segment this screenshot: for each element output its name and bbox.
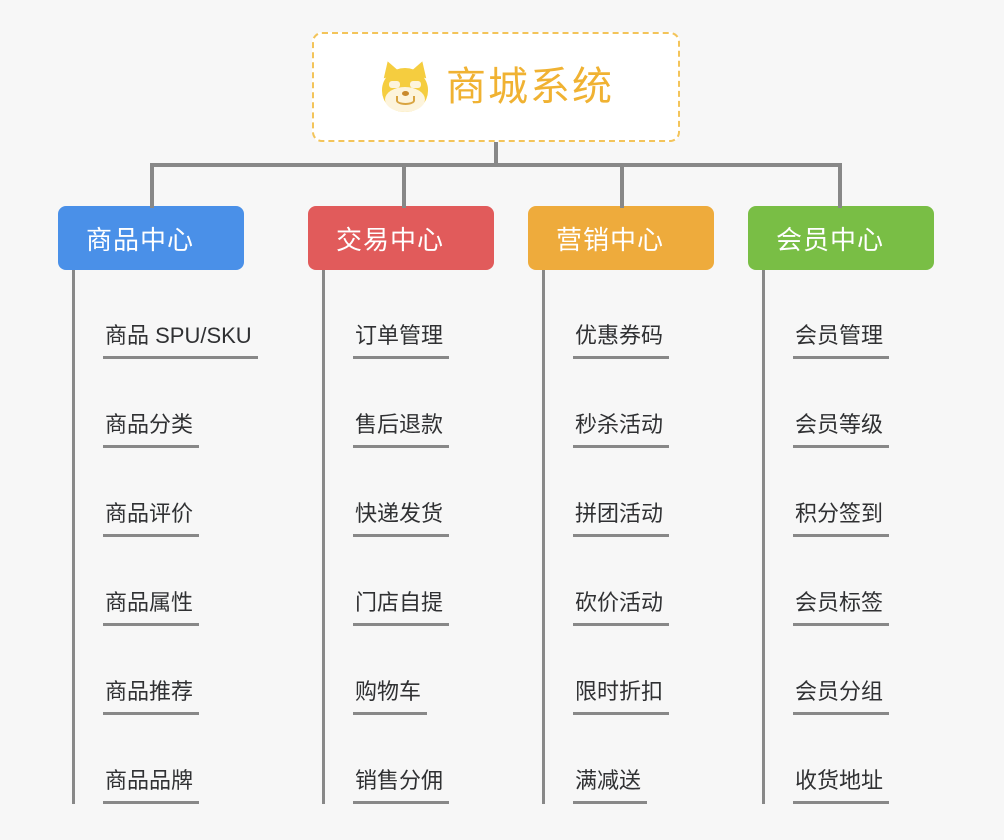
- root-title: 商城系统: [446, 65, 614, 109]
- shiba-dog-icon: [378, 58, 432, 114]
- leaf-item-label: 快递发货: [353, 501, 450, 537]
- branch-header-label: 营销中心: [556, 224, 665, 255]
- branch-header[interactable]: 交易中心: [308, 206, 494, 270]
- branch-leaf-list: 订单管理售后退款快递发货门店自提购物车销售分佣: [322, 270, 494, 804]
- trunk-vertical-connector: [494, 142, 498, 166]
- branch-header-label: 交易中心: [336, 224, 445, 255]
- branch-header-label: 会员中心: [776, 224, 885, 255]
- leaf-item-label: 砍价活动: [573, 590, 670, 626]
- branch-leaf-list: 优惠券码秒杀活动拼团活动砍价活动限时折扣满减送: [542, 270, 714, 804]
- leaf-item[interactable]: 销售分佣: [325, 715, 494, 804]
- leaf-item-label: 销售分佣: [353, 768, 450, 804]
- leaf-item-label: 商品推荐: [103, 679, 200, 715]
- branch-drop-connector: [150, 163, 154, 208]
- branch-leaf-list: 会员管理会员等级积分签到会员标签会员分组收货地址: [762, 270, 934, 804]
- branch-column-3: 营销中心优惠券码秒杀活动拼团活动砍价活动限时折扣满减送: [528, 206, 714, 804]
- leaf-item-label: 满减送: [573, 768, 648, 804]
- branch-column-4: 会员中心会员管理会员等级积分签到会员标签会员分组收货地址: [748, 206, 934, 804]
- leaf-item[interactable]: 商品属性: [75, 537, 244, 626]
- trunk-horizontal-connector: [150, 163, 840, 167]
- leaf-item-label: 会员标签: [793, 590, 890, 626]
- branch-column-1: 商品中心商品 SPU/SKU 商品分类商品评价商品属性商品推荐商品品牌: [58, 206, 258, 804]
- leaf-item-label: 会员分组: [793, 679, 890, 715]
- leaf-item-label: 售后退款: [353, 412, 450, 448]
- branch-column-2: 交易中心订单管理售后退款快递发货门店自提购物车销售分佣: [308, 206, 494, 804]
- leaf-item-label: 订单管理: [353, 323, 450, 359]
- leaf-item[interactable]: 会员标签: [765, 537, 934, 626]
- leaf-item-label: 优惠券码: [573, 323, 670, 359]
- branch-header[interactable]: 会员中心: [748, 206, 934, 270]
- leaf-item[interactable]: 门店自提: [325, 537, 494, 626]
- leaf-item-label: 会员管理: [793, 323, 890, 359]
- leaf-item-label: 商品分类: [103, 412, 200, 448]
- leaf-item[interactable]: 优惠券码: [545, 270, 714, 359]
- leaf-item[interactable]: 购物车: [325, 626, 494, 715]
- leaf-item[interactable]: 售后退款: [325, 359, 494, 448]
- leaf-item-label: 商品 SPU/SKU: [103, 323, 258, 359]
- leaf-item[interactable]: 收货地址: [765, 715, 934, 804]
- branch-drop-connector: [620, 163, 624, 208]
- leaf-item[interactable]: 商品品牌: [75, 715, 244, 804]
- leaf-item-label: 拼团活动: [573, 501, 670, 537]
- leaf-item-label: 门店自提: [353, 590, 450, 626]
- leaf-item-label: 限时折扣: [573, 679, 670, 715]
- leaf-item[interactable]: 会员分组: [765, 626, 934, 715]
- leaf-item[interactable]: 商品 SPU/SKU: [75, 270, 258, 359]
- leaf-item[interactable]: 积分签到: [765, 448, 934, 537]
- leaf-item[interactable]: 订单管理: [325, 270, 494, 359]
- root-node[interactable]: 商城系统: [312, 32, 680, 142]
- branch-header[interactable]: 商品中心: [58, 206, 244, 270]
- leaf-item[interactable]: 会员等级: [765, 359, 934, 448]
- branch-drop-connector: [402, 163, 406, 208]
- leaf-item-label: 积分签到: [793, 501, 890, 537]
- leaf-item[interactable]: 快递发货: [325, 448, 494, 537]
- leaf-item[interactable]: 商品评价: [75, 448, 244, 537]
- leaf-item-label: 商品品牌: [103, 768, 200, 804]
- leaf-item[interactable]: 商品推荐: [75, 626, 244, 715]
- leaf-item[interactable]: 会员管理: [765, 270, 934, 359]
- leaf-item-label: 会员等级: [793, 412, 890, 448]
- branch-header[interactable]: 营销中心: [528, 206, 714, 270]
- leaf-item[interactable]: 满减送: [545, 715, 714, 804]
- leaf-item-label: 收货地址: [793, 768, 890, 804]
- leaf-item[interactable]: 限时折扣: [545, 626, 714, 715]
- leaf-item[interactable]: 商品分类: [75, 359, 244, 448]
- branch-header-label: 商品中心: [86, 224, 195, 255]
- leaf-item-label: 购物车: [353, 679, 428, 715]
- leaf-item[interactable]: 拼团活动: [545, 448, 714, 537]
- leaf-item-label: 商品评价: [103, 501, 200, 537]
- branch-drop-connector: [838, 163, 842, 208]
- branch-leaf-list: 商品 SPU/SKU 商品分类商品评价商品属性商品推荐商品品牌: [72, 270, 258, 804]
- leaf-item[interactable]: 秒杀活动: [545, 359, 714, 448]
- leaf-item-label: 秒杀活动: [573, 412, 670, 448]
- leaf-item-label: 商品属性: [103, 590, 200, 626]
- leaf-item[interactable]: 砍价活动: [545, 537, 714, 626]
